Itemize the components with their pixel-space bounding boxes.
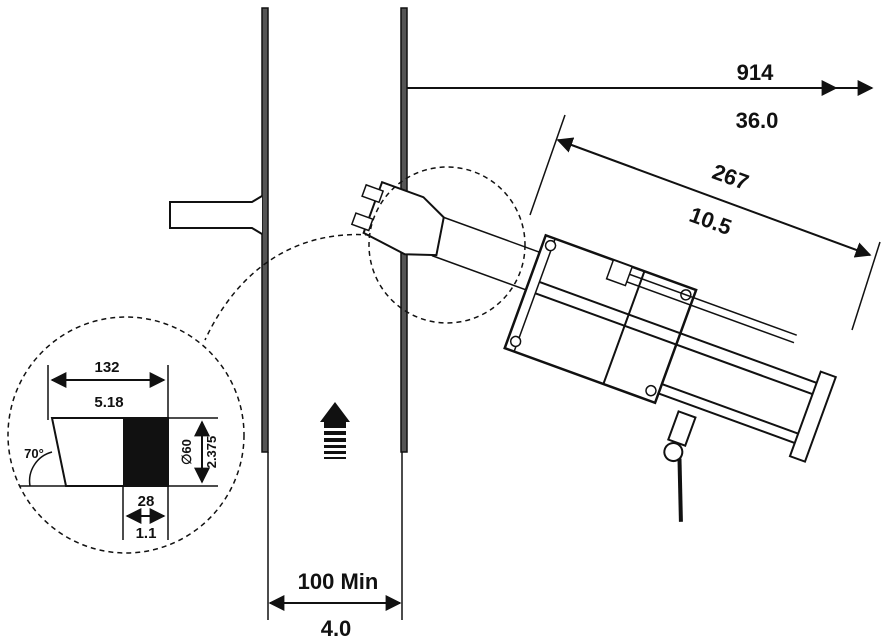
band-width-in-label: 1.1 <box>136 525 157 542</box>
instrument <box>350 180 838 522</box>
length-mm-label: 267 <box>709 159 752 195</box>
side-port <box>169 195 263 235</box>
duct <box>169 7 408 620</box>
tip-dia-mm-label: ∅60 <box>179 439 194 465</box>
gap-in-label: 4.0 <box>321 616 352 641</box>
gap-mm-label: 100 Min <box>298 569 379 594</box>
tip-length-in-label: 5.18 <box>94 394 123 411</box>
length-in-label: 10.5 <box>686 202 735 240</box>
depth-dimension: 914 36.0 <box>407 60 874 133</box>
probe-tip-detail: 132 5.18 70° ∅60 2.375 28 1.1 <box>20 359 219 542</box>
detail-leader-line <box>204 233 371 341</box>
flow-direction-arrow <box>320 402 350 459</box>
tip-dia-in-label: 2.375 <box>204 436 219 469</box>
tip-length-mm-label: 132 <box>94 359 119 376</box>
detail-callout-circle-small <box>368 166 526 324</box>
depth-in-label: 36.0 <box>736 108 779 133</box>
length-dimension: 267 10.5 <box>529 114 881 331</box>
tip-angle-label: 70° <box>24 446 44 461</box>
tip-band <box>123 418 168 486</box>
band-width-mm-label: 28 <box>138 493 155 510</box>
gap-dimension: 100 Min 4.0 <box>268 569 402 641</box>
instrument-body <box>503 233 698 405</box>
depth-mm-label: 914 <box>737 60 774 85</box>
duct-wall-left <box>261 7 269 453</box>
